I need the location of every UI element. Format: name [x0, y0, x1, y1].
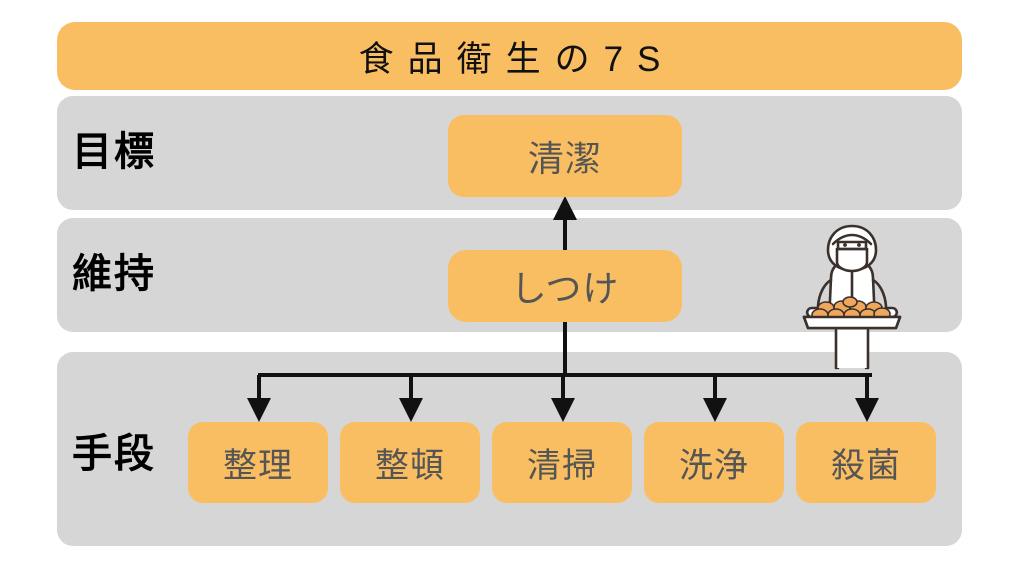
node-maintain-shitsuke[interactable]: しつけ: [448, 250, 682, 322]
node-means-senjou[interactable]: 洗浄: [644, 422, 784, 503]
food-worker-illustration: [802, 224, 902, 370]
node-means-seisou[interactable]: 清掃: [492, 422, 632, 503]
row-label-goal: 目標: [72, 130, 156, 174]
diagram-title: 食品衛生の7S: [358, 39, 675, 79]
row-label-means: 手段: [72, 432, 156, 476]
node-means-sakkin[interactable]: 殺菌: [796, 422, 936, 503]
row-label-maintain: 維持: [72, 252, 156, 296]
node-means-seiri[interactable]: 整理: [188, 422, 328, 503]
node-goal-seiketsu[interactable]: 清潔: [448, 115, 682, 197]
node-means-seiton[interactable]: 整頓: [340, 422, 480, 503]
title-band: [57, 22, 962, 90]
